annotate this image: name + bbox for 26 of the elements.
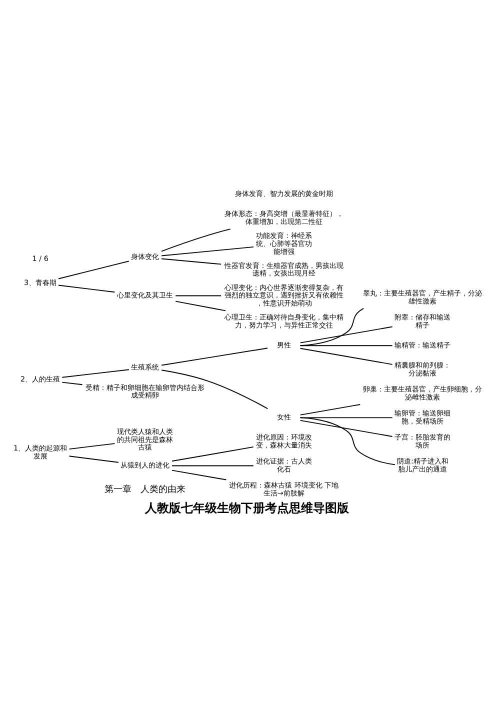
connector — [299, 417, 395, 466]
connector — [160, 348, 268, 366]
connector — [171, 470, 226, 480]
connector — [68, 443, 115, 450]
connector — [160, 228, 230, 252]
connector — [299, 420, 392, 437]
caption: 人教版七年级生物下册考点思维导图版 — [144, 500, 348, 515]
connector — [299, 417, 392, 418]
connector — [299, 348, 392, 365]
connector — [171, 465, 254, 466]
connector — [68, 456, 118, 463]
connector — [61, 382, 82, 386]
connector — [299, 308, 364, 346]
diagram-title: 第一章 人类的由来 — [104, 484, 186, 495]
connector — [58, 284, 115, 293]
connector — [299, 345, 392, 346]
connector — [174, 300, 226, 312]
connector — [160, 370, 268, 410]
connector — [171, 446, 254, 462]
connector — [160, 258, 222, 265]
connector — [160, 246, 254, 256]
connector — [58, 260, 129, 280]
connector — [61, 369, 129, 378]
connector — [299, 404, 360, 416]
connector — [299, 326, 392, 344]
connector — [174, 295, 222, 296]
